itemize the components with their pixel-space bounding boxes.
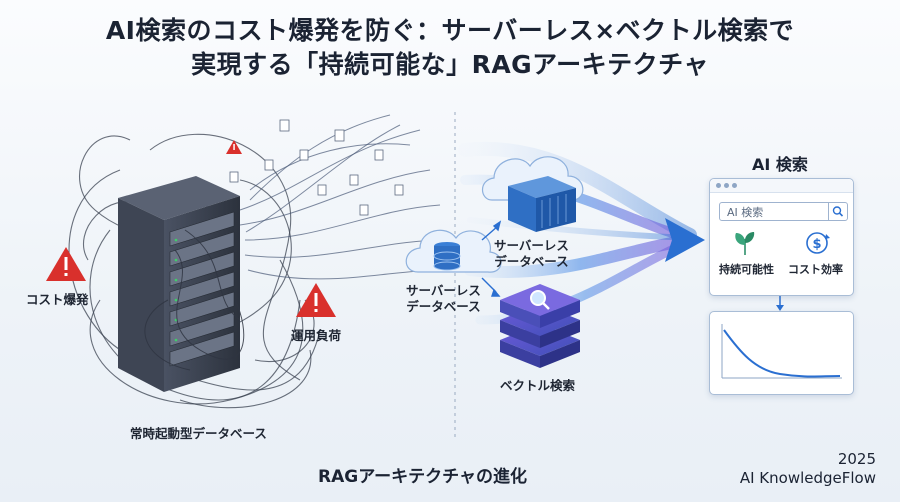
search-input[interactable]: AI 検索 [719, 202, 848, 221]
window-titlebar [710, 179, 853, 193]
serverless-db-label-left: サーバーレス データベース [406, 283, 481, 314]
document-icons [229, 119, 404, 216]
data-flow-streams [458, 141, 697, 325]
vector-search-label: ベクトル検索 [500, 378, 576, 393]
cost-efficiency-label: コスト効率 [788, 263, 843, 276]
ai-search-app-window: AI 検索 $ 持続可能性 コスト効率 [709, 178, 854, 296]
serverless-db-label-top: サーバーレス データベース [494, 238, 569, 269]
title-line-2: 実現する「持続可能な」RAGアーキテクチャ [191, 50, 709, 79]
always-on-db-label: 常時起動型データベース [130, 426, 267, 441]
warning-icon-cost [46, 247, 86, 281]
serverless-container-icon [481, 156, 584, 232]
cost-efficiency-icon: $ [806, 232, 830, 254]
ops-load-label: 運用負荷 [291, 328, 342, 343]
vector-search-icon [500, 284, 580, 368]
window-dot-icon [716, 183, 721, 188]
cost-explosion-label: コスト爆発 [26, 292, 89, 307]
page-title: AI検索のコスト爆発を防ぐ：サーバーレス×ベクトル検索で 実現する「持続可能な」… [0, 14, 900, 82]
serverless-database-icon [405, 229, 502, 273]
warning-icon-small [226, 140, 242, 154]
search-icon [832, 206, 844, 217]
leaf-icon [735, 232, 755, 255]
search-placeholder: AI 検索 [727, 206, 764, 219]
warning-icon-ops [296, 283, 336, 317]
caption: RAGアーキテクチャの進化 [318, 467, 528, 487]
cost-trend-graph [709, 311, 854, 395]
connector-arrows [481, 220, 502, 297]
footer-year: 2025 [837, 450, 876, 468]
svg-text:$: $ [812, 237, 821, 252]
trend-line-chart [721, 324, 842, 379]
window-dot-icon [732, 183, 737, 188]
ai-search-title: AI 検索 [752, 155, 808, 174]
window-dot-icon [724, 183, 729, 188]
sustainability-label: 持続可能性 [719, 263, 774, 276]
footer-brand: AI KnowledgeFlow [739, 469, 876, 487]
search-button[interactable] [828, 203, 847, 220]
footer: 2025 AI KnowledgeFlow [740, 450, 876, 488]
always-on-server-rack [118, 176, 240, 392]
flow-arrow-icon [665, 218, 705, 262]
title-line-1: AI検索のコスト爆発を防ぐ：サーバーレス×ベクトル検索で [105, 16, 795, 45]
